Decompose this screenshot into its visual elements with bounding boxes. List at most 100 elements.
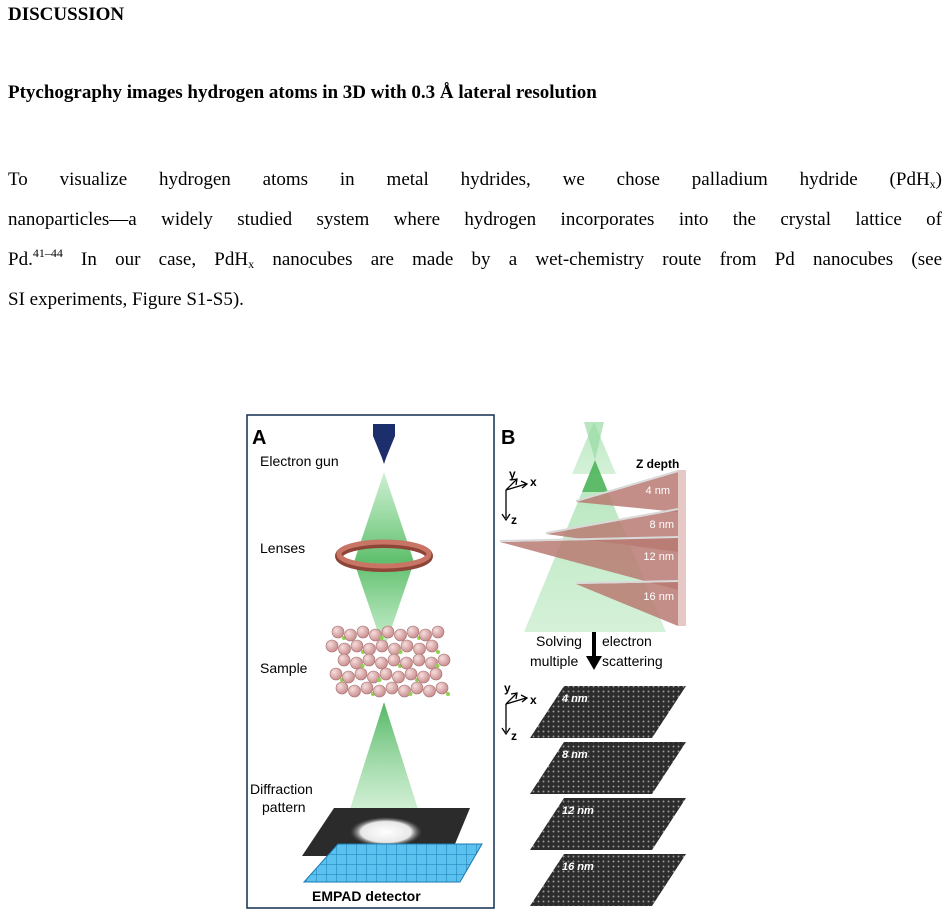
pd-atom bbox=[350, 639, 364, 653]
pd-atom bbox=[410, 681, 424, 695]
pd-atom bbox=[417, 670, 430, 684]
pd-atom bbox=[435, 681, 449, 695]
paragraph-line-3: Pd.41–44 In our case, PdHx nanocubes are… bbox=[8, 246, 943, 271]
figure-svg: A Electron gun Lenses Sample Diffraction… bbox=[246, 414, 686, 909]
beam-diffraction-cone bbox=[344, 702, 424, 828]
paragraph-line-1: To visualize hydrogen atoms in metal hyd… bbox=[8, 169, 942, 191]
pd-atom bbox=[388, 642, 401, 656]
empad-detector-grid bbox=[302, 843, 483, 883]
slab-label-2: 8 nm bbox=[650, 519, 674, 531]
pd-atom bbox=[338, 642, 351, 656]
pd-atom bbox=[413, 642, 426, 656]
pd-atom bbox=[350, 656, 363, 670]
pd-atom bbox=[335, 681, 349, 695]
pd-atom bbox=[398, 684, 411, 698]
pd-atom bbox=[379, 667, 393, 681]
slab-label-4: 16 nm bbox=[643, 591, 674, 603]
axis-y-top: y bbox=[509, 467, 516, 481]
pd-atom bbox=[375, 656, 388, 670]
axis-y-bottom: y bbox=[504, 681, 511, 695]
svg-text:4 nm: 4 nm bbox=[561, 693, 588, 705]
pd-atom bbox=[331, 625, 345, 639]
pd-atom bbox=[363, 642, 376, 656]
pd-atom bbox=[394, 628, 407, 642]
slice-2: 8 nm bbox=[530, 742, 686, 794]
axis-x-top: x bbox=[530, 475, 537, 489]
pd-atom bbox=[342, 670, 355, 684]
pd-atom bbox=[425, 639, 439, 653]
h-atom bbox=[436, 650, 440, 654]
pd-atom bbox=[354, 667, 368, 681]
h-atom bbox=[398, 650, 403, 654]
pd-atom bbox=[425, 656, 438, 670]
pd-atom bbox=[419, 628, 432, 642]
svg-text:12 nm: 12 nm bbox=[562, 805, 594, 817]
diffraction-spot bbox=[350, 817, 422, 847]
pd-atom bbox=[431, 625, 445, 639]
depth-slabs bbox=[500, 470, 686, 626]
h-atom bbox=[408, 692, 413, 696]
panel-b-label: B bbox=[501, 427, 515, 449]
pd-atom bbox=[381, 625, 395, 639]
axis-z-top: z bbox=[511, 513, 517, 527]
slice-3: 12 nm bbox=[530, 798, 686, 850]
pd-atom bbox=[373, 684, 386, 698]
body-paragraph: To visualize hydrogen atoms in metal hyd… bbox=[8, 160, 942, 320]
panel-a-frame bbox=[246, 414, 495, 909]
axis-z-bottom: z bbox=[511, 729, 517, 743]
pd-atom bbox=[404, 667, 418, 681]
pd-atom bbox=[400, 639, 414, 653]
z-depth-label: Z depth bbox=[636, 457, 679, 471]
diffraction-label-line1: Diffraction bbox=[250, 781, 313, 797]
h-atom bbox=[360, 664, 365, 668]
solving-right-line2: scattering bbox=[602, 653, 663, 669]
solving-left-line1: Solving bbox=[536, 633, 582, 649]
paragraph-line-4: SI experiments, Figure S1-S5). bbox=[8, 289, 244, 310]
axis-x-bottom: x bbox=[530, 693, 537, 707]
solving-left-line2: multiple bbox=[530, 653, 578, 669]
slab-label-1: 4 nm bbox=[646, 485, 670, 497]
pd-atom bbox=[329, 667, 343, 681]
paragraph-line-2: nanoparticles—a widely studied system wh… bbox=[8, 209, 942, 230]
axes-bottom bbox=[501, 692, 529, 736]
solving-arrow-icon bbox=[586, 632, 602, 670]
panel-a-label: A bbox=[252, 427, 266, 449]
discussion-heading: DISCUSSION bbox=[8, 4, 125, 25]
ptychography-figure: A Electron gun Lenses Sample Diffraction… bbox=[246, 414, 696, 910]
pd-atom bbox=[348, 684, 361, 698]
pd-atom bbox=[344, 628, 357, 642]
pd-atom bbox=[362, 653, 376, 667]
h-atom bbox=[435, 664, 440, 668]
sample-crystal bbox=[325, 625, 451, 698]
pd-atom bbox=[325, 639, 339, 653]
pd-atom bbox=[375, 639, 389, 653]
pd-atom bbox=[356, 625, 370, 639]
slice-4: 16 nm bbox=[530, 854, 686, 906]
lenses-label: Lenses bbox=[260, 540, 305, 556]
sample-label: Sample bbox=[260, 660, 308, 676]
pd-atom bbox=[406, 625, 420, 639]
pd-atom bbox=[385, 681, 399, 695]
beam-focus-cone bbox=[354, 472, 414, 650]
lens-ring-icon bbox=[335, 539, 433, 572]
solving-right-line1: electron bbox=[602, 633, 652, 649]
diffraction-label-line2: pattern bbox=[262, 799, 306, 815]
pd-atom bbox=[367, 670, 380, 684]
pd-atom bbox=[412, 653, 426, 667]
svg-text:8 nm: 8 nm bbox=[562, 749, 588, 761]
h-atom bbox=[379, 636, 384, 640]
slab-label-3: 12 nm bbox=[643, 551, 674, 563]
axes-top bbox=[501, 478, 529, 522]
electron-gun-label: Electron gun bbox=[260, 453, 339, 469]
pd-atom bbox=[392, 670, 405, 684]
pd-atom bbox=[369, 628, 382, 642]
h-atom bbox=[377, 678, 382, 682]
h-atom bbox=[446, 692, 450, 696]
slice-1: 4 nm bbox=[530, 686, 686, 738]
electron-gun-icon bbox=[373, 424, 395, 464]
pd-atom bbox=[337, 653, 351, 667]
pd-atom bbox=[423, 684, 436, 698]
pd-atom bbox=[360, 681, 374, 695]
pd-atom bbox=[387, 653, 401, 667]
svg-text:16 nm: 16 nm bbox=[562, 861, 594, 873]
